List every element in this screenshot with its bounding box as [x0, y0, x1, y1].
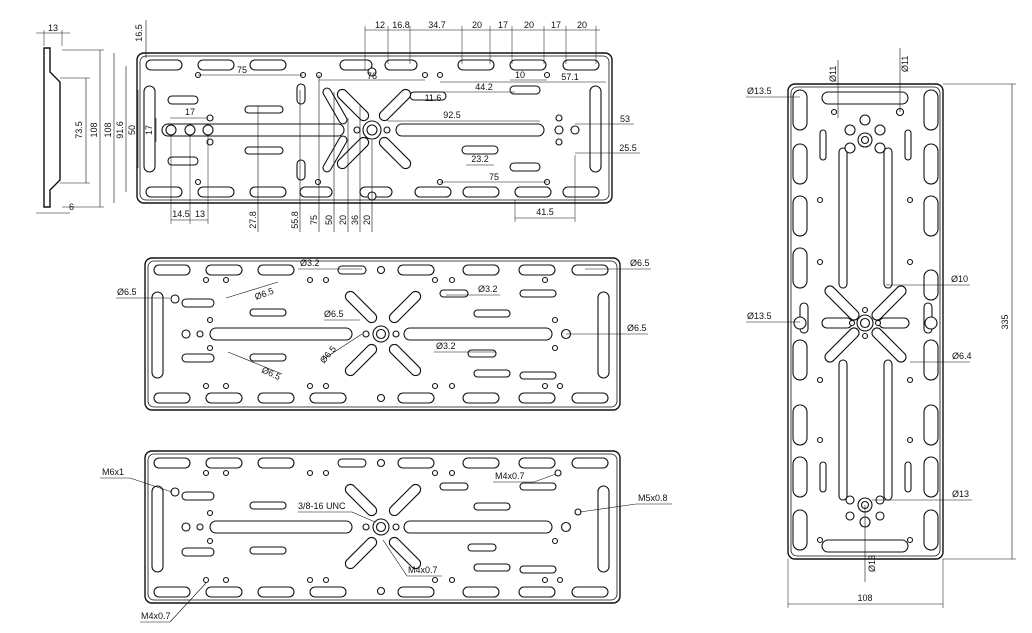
mid-label-9: Ø3.2 — [436, 341, 456, 351]
top-v-75: 75 — [309, 215, 319, 225]
top-left-17a: 17 — [144, 125, 154, 135]
top-left-17b: 17 — [185, 107, 195, 117]
top-dim-75: 75 — [237, 65, 247, 75]
right-label-d10: Ø10 — [951, 274, 968, 284]
right-label-d13b: Ø13 — [867, 555, 877, 572]
top-dim-23-2: 23.2 — [471, 154, 489, 164]
top-dim-5: 20 — [524, 20, 534, 30]
middle-view-plate — [144, 257, 621, 411]
bottom-label-unc: 3/8-16 UNC — [298, 501, 346, 511]
top-dim-92-5: 92.5 — [443, 110, 461, 120]
right-view-plate — [787, 83, 944, 560]
bottom-label-m4a: M4x0.7 — [495, 471, 525, 481]
bottom-view-plate — [144, 450, 621, 604]
top-dim-3: 20 — [472, 20, 482, 30]
side-height-inner: 73.5 — [74, 121, 84, 139]
bottom-label-m4c: M4x0.7 — [141, 611, 171, 621]
top-dim-57-1: 57.1 — [561, 72, 579, 82]
bottom-view-labels: M6x1 3/8-16 UNC M4x0.7 M5x0.8 M4x0.7 M4x… — [100, 467, 672, 623]
mid-label-5: Ø6.5 — [324, 309, 344, 319]
top-v-50: 50 — [324, 215, 334, 225]
top-dim-76: 76 — [367, 71, 377, 81]
side-top-width: 13 — [48, 23, 58, 33]
right-height: 335 — [1000, 314, 1010, 329]
right-view-labels: Ø13.5 Ø11 Ø11 Ø10 Ø13.5 Ø6.4 Ø13 Ø13 335… — [746, 48, 1016, 608]
mid-label-2: Ø6.5 — [117, 287, 137, 297]
top-bottom-14-5: 14.5 — [172, 209, 190, 219]
top-left-91-6: 91.6 — [115, 121, 125, 139]
top-v-20b: 20 — [362, 215, 372, 225]
top-dim-11-6: 11.6 — [425, 93, 442, 103]
mid-label-0: Ø3.2 — [300, 258, 320, 268]
side-view: 13 108 73.5 6 — [36, 23, 104, 214]
top-dim-2: 34.7 — [428, 20, 446, 30]
side-thickness: 6 — [69, 202, 74, 212]
top-left-dim: 16.5 — [134, 24, 144, 42]
top-left-108: 108 — [103, 122, 113, 137]
right-label-d11b: Ø11 — [900, 56, 910, 72]
right-label-d13-5-mid: Ø13.5 — [747, 311, 772, 321]
top-dim-44-2: 44.2 — [475, 82, 493, 92]
top-dim-75b: 75 — [489, 172, 499, 182]
top-left-50: 50 — [127, 125, 137, 135]
right-label-d13a: Ø13 — [952, 489, 969, 499]
top-dim-7: 20 — [577, 20, 587, 30]
top-bottom-13: 13 — [195, 209, 205, 219]
mid-label-3: Ø3.2 — [478, 284, 498, 294]
mid-label-6: Ø6.5 — [627, 323, 647, 333]
bottom-label-m6: M6x1 — [102, 467, 124, 477]
top-dim-6: 17 — [551, 20, 561, 30]
top-v-36: 36 — [350, 215, 360, 225]
right-label-d13-5-top: Ø13.5 — [747, 86, 772, 96]
top-dim-1: 16.8 — [392, 20, 410, 30]
right-label-d6-4: Ø6.4 — [952, 351, 972, 361]
top-v-27-8: 27.8 — [248, 211, 258, 229]
top-dim-25-5: 25.5 — [619, 143, 637, 153]
top-dim-53: 53 — [620, 114, 630, 124]
side-height-total: 108 — [89, 122, 99, 137]
bottom-label-m5: M5x0.8 — [638, 493, 668, 503]
top-dim-0: 12 — [375, 20, 385, 30]
right-label-d11a: Ø11 — [828, 66, 838, 82]
top-dim-10: 10 — [515, 70, 525, 80]
right-width: 108 — [857, 593, 872, 603]
top-dim-4: 17 — [498, 20, 508, 30]
top-view-dimensions: 12 16.8 34.7 20 17 20 17 20 16.5 75 76 4… — [103, 20, 640, 232]
top-view-plate — [136, 52, 613, 204]
top-dim-41-5: 41.5 — [536, 207, 554, 217]
top-v-20a: 20 — [338, 215, 348, 225]
bottom-label-m4b: M4x0.7 — [408, 565, 438, 575]
mid-label-1: Ø6.5 — [630, 258, 650, 268]
top-v-55-8: 55.8 — [290, 211, 300, 229]
